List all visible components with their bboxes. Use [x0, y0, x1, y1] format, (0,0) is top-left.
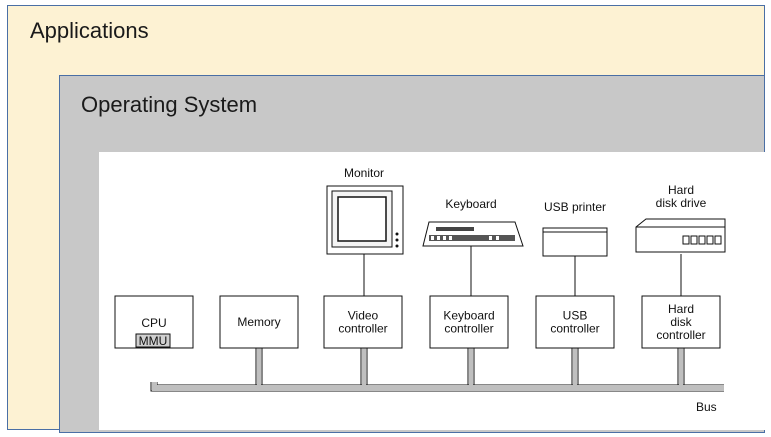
keyboard-icon: [422, 221, 524, 247]
disk-controller-label: Hard: [668, 302, 694, 316]
keyboard-controller-label: Keyboard: [443, 309, 494, 323]
video-controller-label: controller: [338, 322, 387, 336]
applications-label: Applications: [30, 18, 149, 43]
printer-icon: [542, 227, 608, 257]
keyboard-controller-label: controller: [444, 322, 493, 336]
hard-disk-label: Hard: [668, 183, 694, 197]
disk-controller-label: controller: [656, 328, 705, 342]
keyboard-label: Keyboard: [445, 197, 496, 211]
memory-controller: Memory: [219, 295, 299, 349]
hard-disk-label: disk drive: [656, 196, 707, 210]
memory-controller-label: Memory: [237, 315, 280, 329]
video-controller-label: Video: [348, 309, 379, 323]
bus-label: Bus: [696, 400, 717, 414]
cpu-controller-label: CPU: [141, 316, 166, 330]
mmu-box: MMU: [135, 333, 171, 348]
system-bus: [150, 348, 724, 392]
disk-controller-label: disk: [670, 315, 692, 329]
printer-label: USB printer: [544, 200, 606, 214]
monitor-icon: [326, 185, 404, 255]
monitor-label: Monitor: [344, 166, 384, 180]
usb-controller-label: controller: [550, 322, 599, 336]
mmu-label: MMU: [139, 334, 168, 348]
operating-system-label: Operating System: [81, 92, 258, 117]
hard-disk-icon: [635, 218, 726, 253]
usb-controller-label: USB: [563, 309, 588, 323]
